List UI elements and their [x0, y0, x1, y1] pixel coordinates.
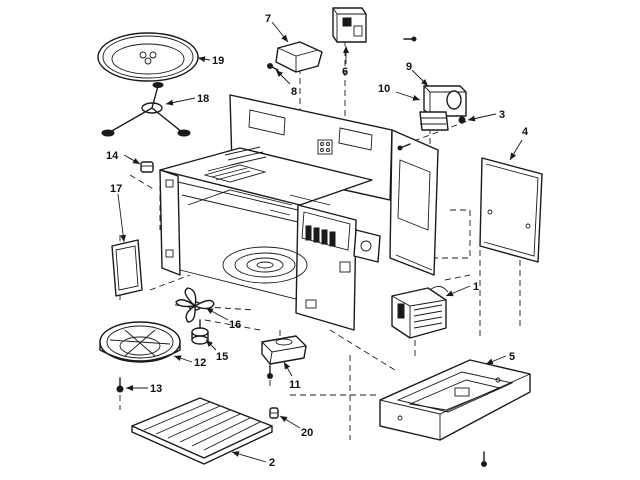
- callout-4-label: 4: [522, 126, 529, 138]
- part-15-fan-motor: [191, 319, 209, 345]
- part-4-side-panel: [479, 157, 543, 263]
- part-20-clip: [269, 407, 279, 419]
- part-5-base-plate: [379, 359, 531, 467]
- callout-14-label: 14: [106, 150, 119, 162]
- callout-1: 1: [445, 281, 479, 297]
- callout-2-label: 2: [269, 457, 275, 469]
- part-6-relay: [332, 7, 417, 43]
- callout-3: 3: [467, 109, 505, 122]
- part-16-fan-blade: [175, 287, 215, 323]
- part-7-bracket: [275, 41, 323, 73]
- part-8-screw: [267, 63, 279, 71]
- callout-13: 13: [126, 383, 162, 395]
- callout-12-label: 12: [194, 357, 206, 369]
- callout-15: 15: [205, 339, 228, 363]
- callout-19-label: 19: [212, 55, 224, 67]
- callout-13-label: 13: [150, 383, 162, 395]
- callout-5: 5: [485, 351, 515, 365]
- callout-17-label: 17: [110, 183, 122, 195]
- callout-20-label: 20: [301, 427, 313, 439]
- callout-10-label: 10: [378, 83, 390, 95]
- callout-3-label: 3: [499, 109, 505, 121]
- part-17-cover-plate: [111, 239, 143, 297]
- part-11-turntable-motor: [261, 335, 307, 379]
- callout-10: 10: [378, 83, 421, 101]
- callout-8: 8: [275, 69, 297, 98]
- callout-16-label: 16: [229, 319, 241, 331]
- callout-4: 4: [509, 126, 529, 161]
- part-14-coupling: [140, 161, 154, 173]
- callout-15-label: 15: [216, 351, 228, 363]
- callout-17: 17: [110, 183, 127, 243]
- callout-1-label: 1: [473, 281, 479, 293]
- part-9-magnetron: [397, 85, 467, 151]
- part-19-glass-tray: [97, 32, 199, 82]
- callout-18: 18: [165, 93, 209, 106]
- callout-9-label: 9: [406, 61, 412, 73]
- part-1-transformer: [391, 286, 449, 339]
- callout-11-label: 11: [289, 379, 301, 391]
- part-2-rack: [131, 397, 273, 465]
- callout-11: 11: [283, 361, 301, 391]
- callout-16: 16: [205, 307, 241, 331]
- callout-8-label: 8: [291, 86, 297, 98]
- callout-6-label: 6: [342, 66, 348, 78]
- callout-19: 19: [197, 55, 224, 67]
- callout-6: 6: [342, 46, 349, 78]
- part-12-stirrer-housing: [99, 321, 181, 363]
- callout-12: 12: [173, 355, 206, 369]
- part-18-roller-support: [101, 82, 191, 137]
- part-13-screw: [116, 377, 124, 393]
- callout-18-label: 18: [197, 93, 209, 105]
- callout-20: 20: [279, 415, 313, 439]
- callout-2: 2: [231, 451, 275, 469]
- callout-9: 9: [406, 61, 429, 87]
- callout-7: 7: [265, 13, 289, 43]
- cavity-chassis: [159, 94, 439, 331]
- callout-5-label: 5: [509, 351, 515, 363]
- callout-7-label: 7: [265, 13, 271, 25]
- callout-14: 14: [106, 150, 141, 165]
